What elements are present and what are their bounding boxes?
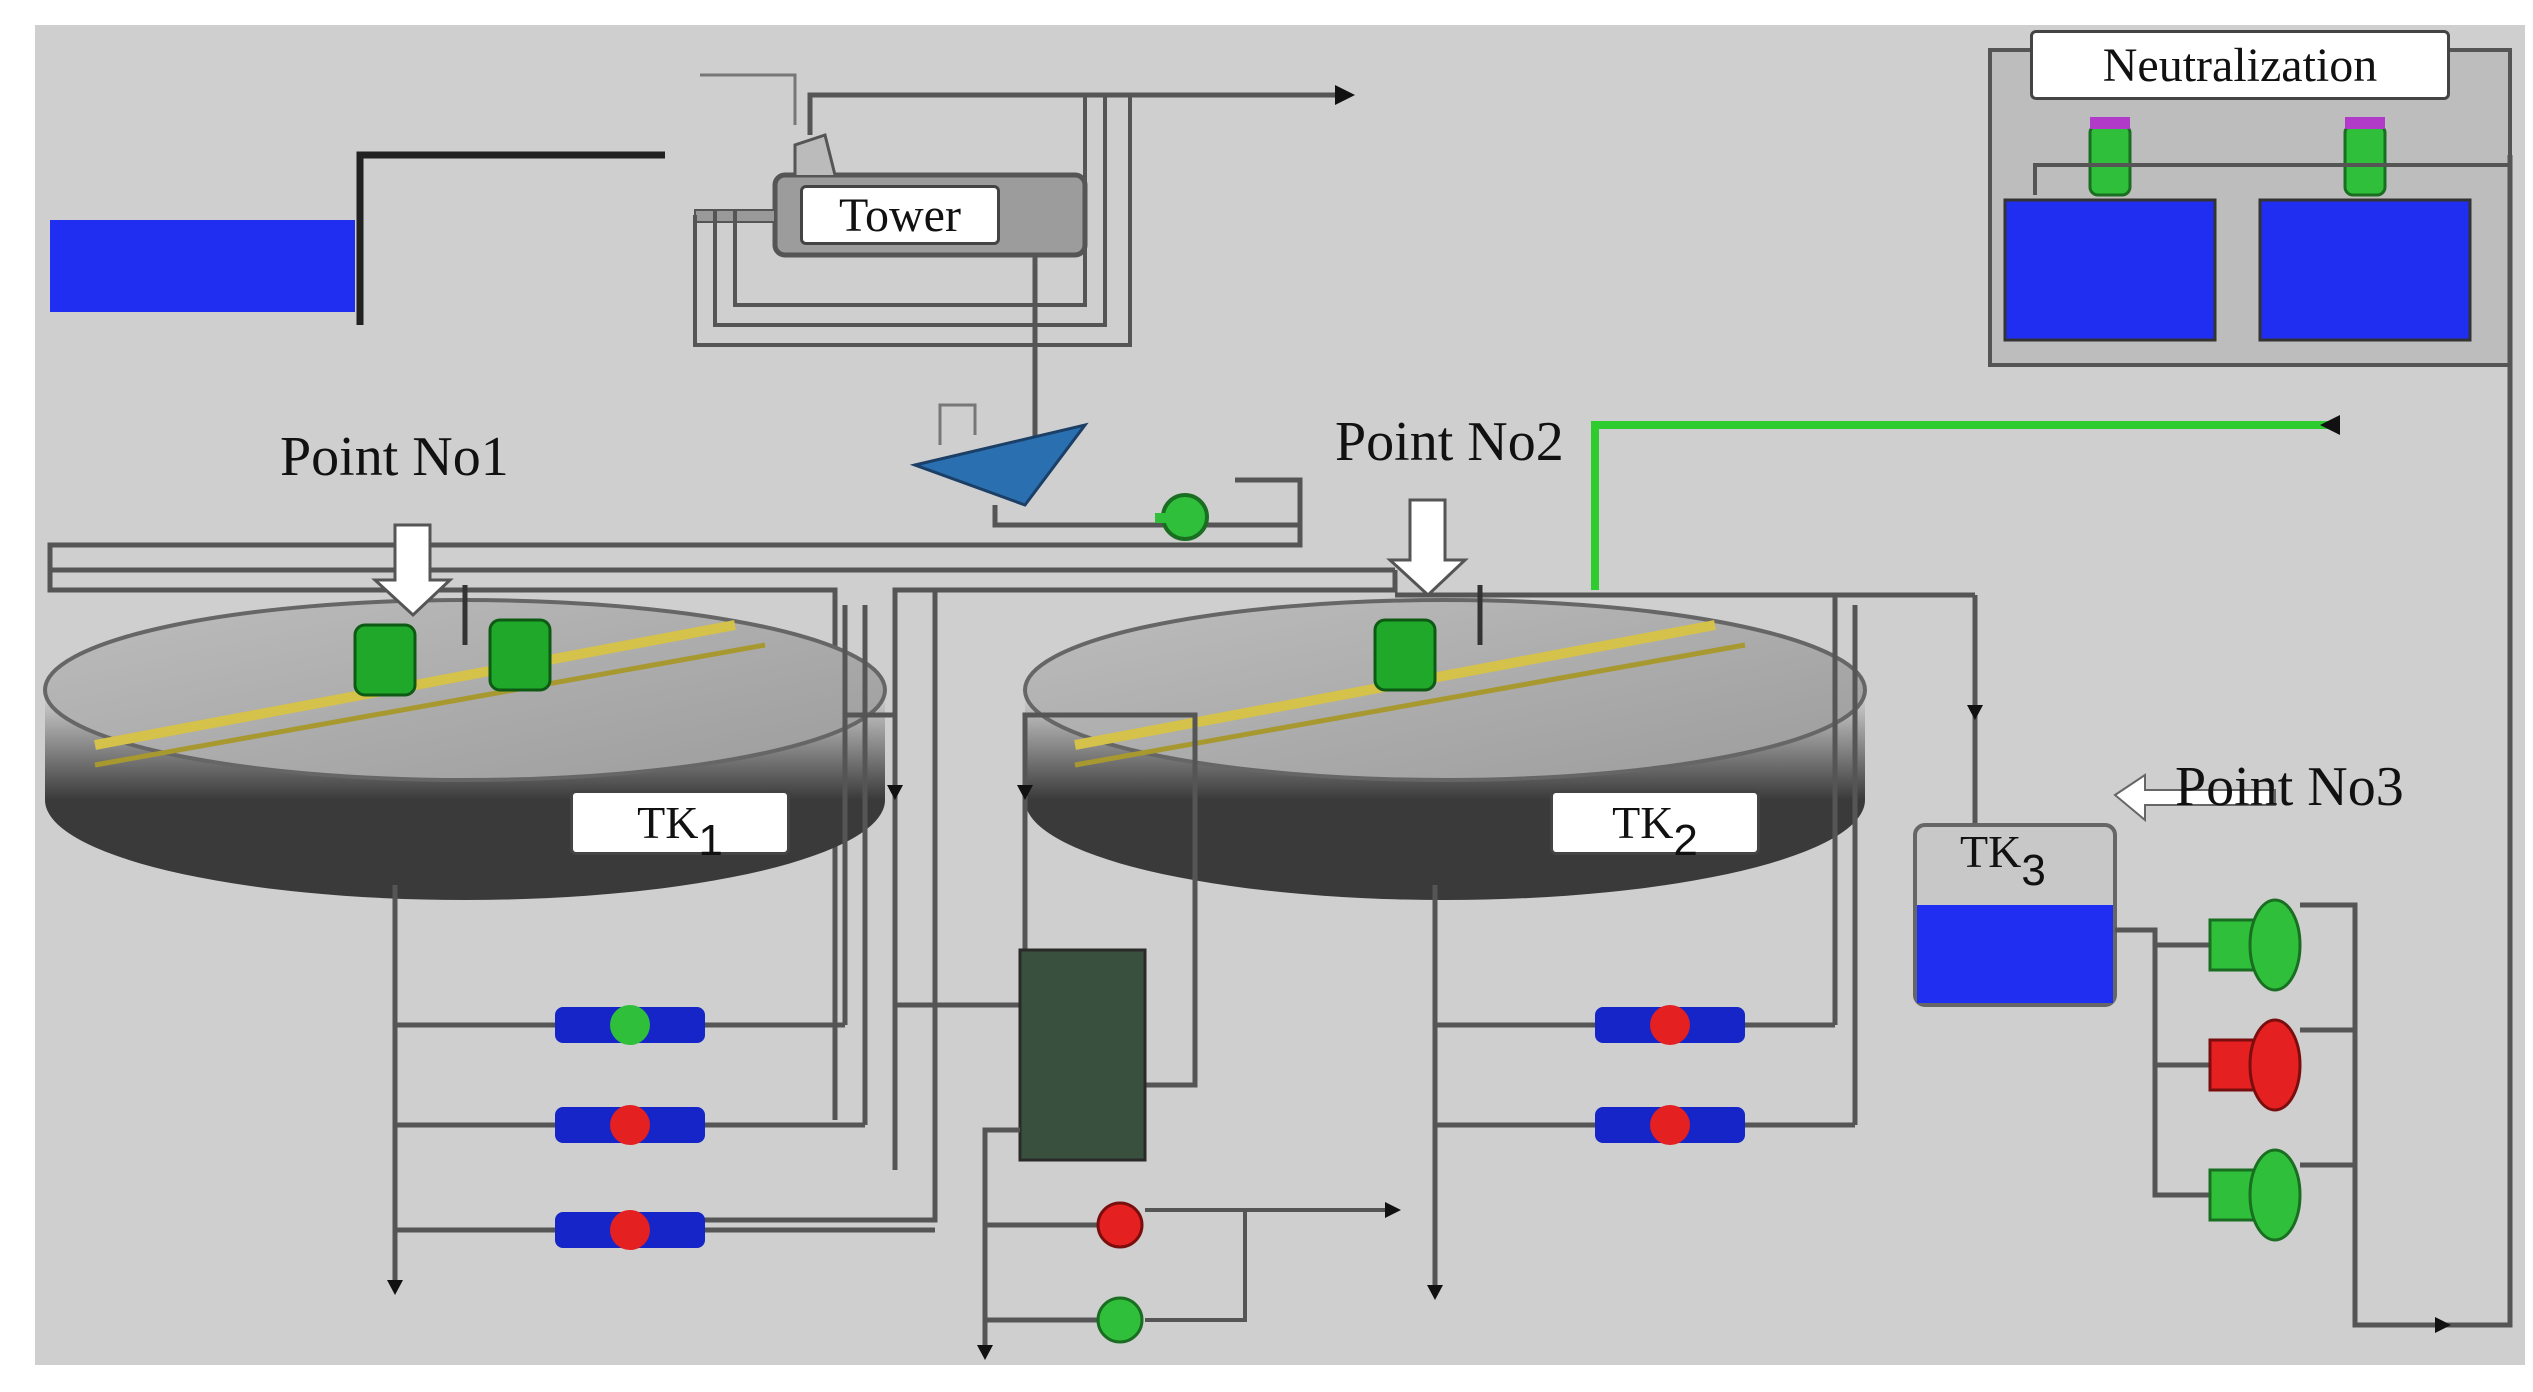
tk1-subscript: 1 bbox=[698, 815, 723, 865]
inlet-wall bbox=[356, 151, 665, 325]
pump-tk3-c bbox=[2208, 1148, 2302, 1242]
pump-green-top bbox=[1155, 493, 1209, 541]
valve-tk1-b bbox=[555, 1105, 705, 1145]
point3-arrow bbox=[2113, 773, 2276, 823]
point2-arrow bbox=[1386, 498, 1469, 598]
neutralization-label: Neutralization bbox=[2030, 30, 2450, 100]
tk2-subscript: 2 bbox=[1673, 815, 1698, 865]
point1-arrow bbox=[371, 523, 454, 618]
diagram-canvas: Tower Neutralization Point No1 Point No2… bbox=[35, 25, 2525, 1365]
process-schematic bbox=[43, 48, 2513, 1360]
pump-green-bottom bbox=[1096, 1296, 1144, 1344]
valve-tk1-c bbox=[555, 1210, 705, 1250]
valve-tk2-b bbox=[1595, 1105, 1745, 1145]
neutralization-text: Neutralization bbox=[2102, 38, 2378, 92]
valve-tk1-a bbox=[555, 1005, 705, 1045]
tank-tk1 bbox=[43, 585, 887, 900]
tk2-prefix: TK bbox=[1612, 797, 1674, 848]
valve-tk2-a bbox=[1595, 1005, 1745, 1045]
neutralization-unit bbox=[1988, 48, 2513, 1328]
point3-label: Point No3 bbox=[2175, 756, 2404, 818]
point1-label: Point No1 bbox=[280, 426, 509, 488]
pump-red-bottom bbox=[1096, 1201, 1144, 1249]
filter-unit bbox=[1018, 948, 1147, 1162]
cone-separator bbox=[909, 422, 1089, 507]
pump-tk3-a bbox=[2208, 898, 2302, 992]
tk3-label: TK3 bbox=[1960, 825, 2046, 895]
point2-label: Point No2 bbox=[1335, 411, 1564, 473]
tk3-prefix: TK bbox=[1960, 826, 2022, 877]
inlet-pool bbox=[50, 220, 355, 312]
tank-tk3 bbox=[1913, 823, 2117, 1007]
tk1-prefix: TK bbox=[637, 797, 699, 848]
tower-text: Tower bbox=[839, 188, 961, 242]
pump-tk3-b bbox=[2208, 1018, 2302, 1112]
green-return-line bbox=[1591, 421, 2340, 590]
tk3-subscript: 3 bbox=[2021, 846, 2046, 895]
tower-label: Tower bbox=[800, 185, 1000, 245]
tower-unit bbox=[693, 73, 1355, 465]
